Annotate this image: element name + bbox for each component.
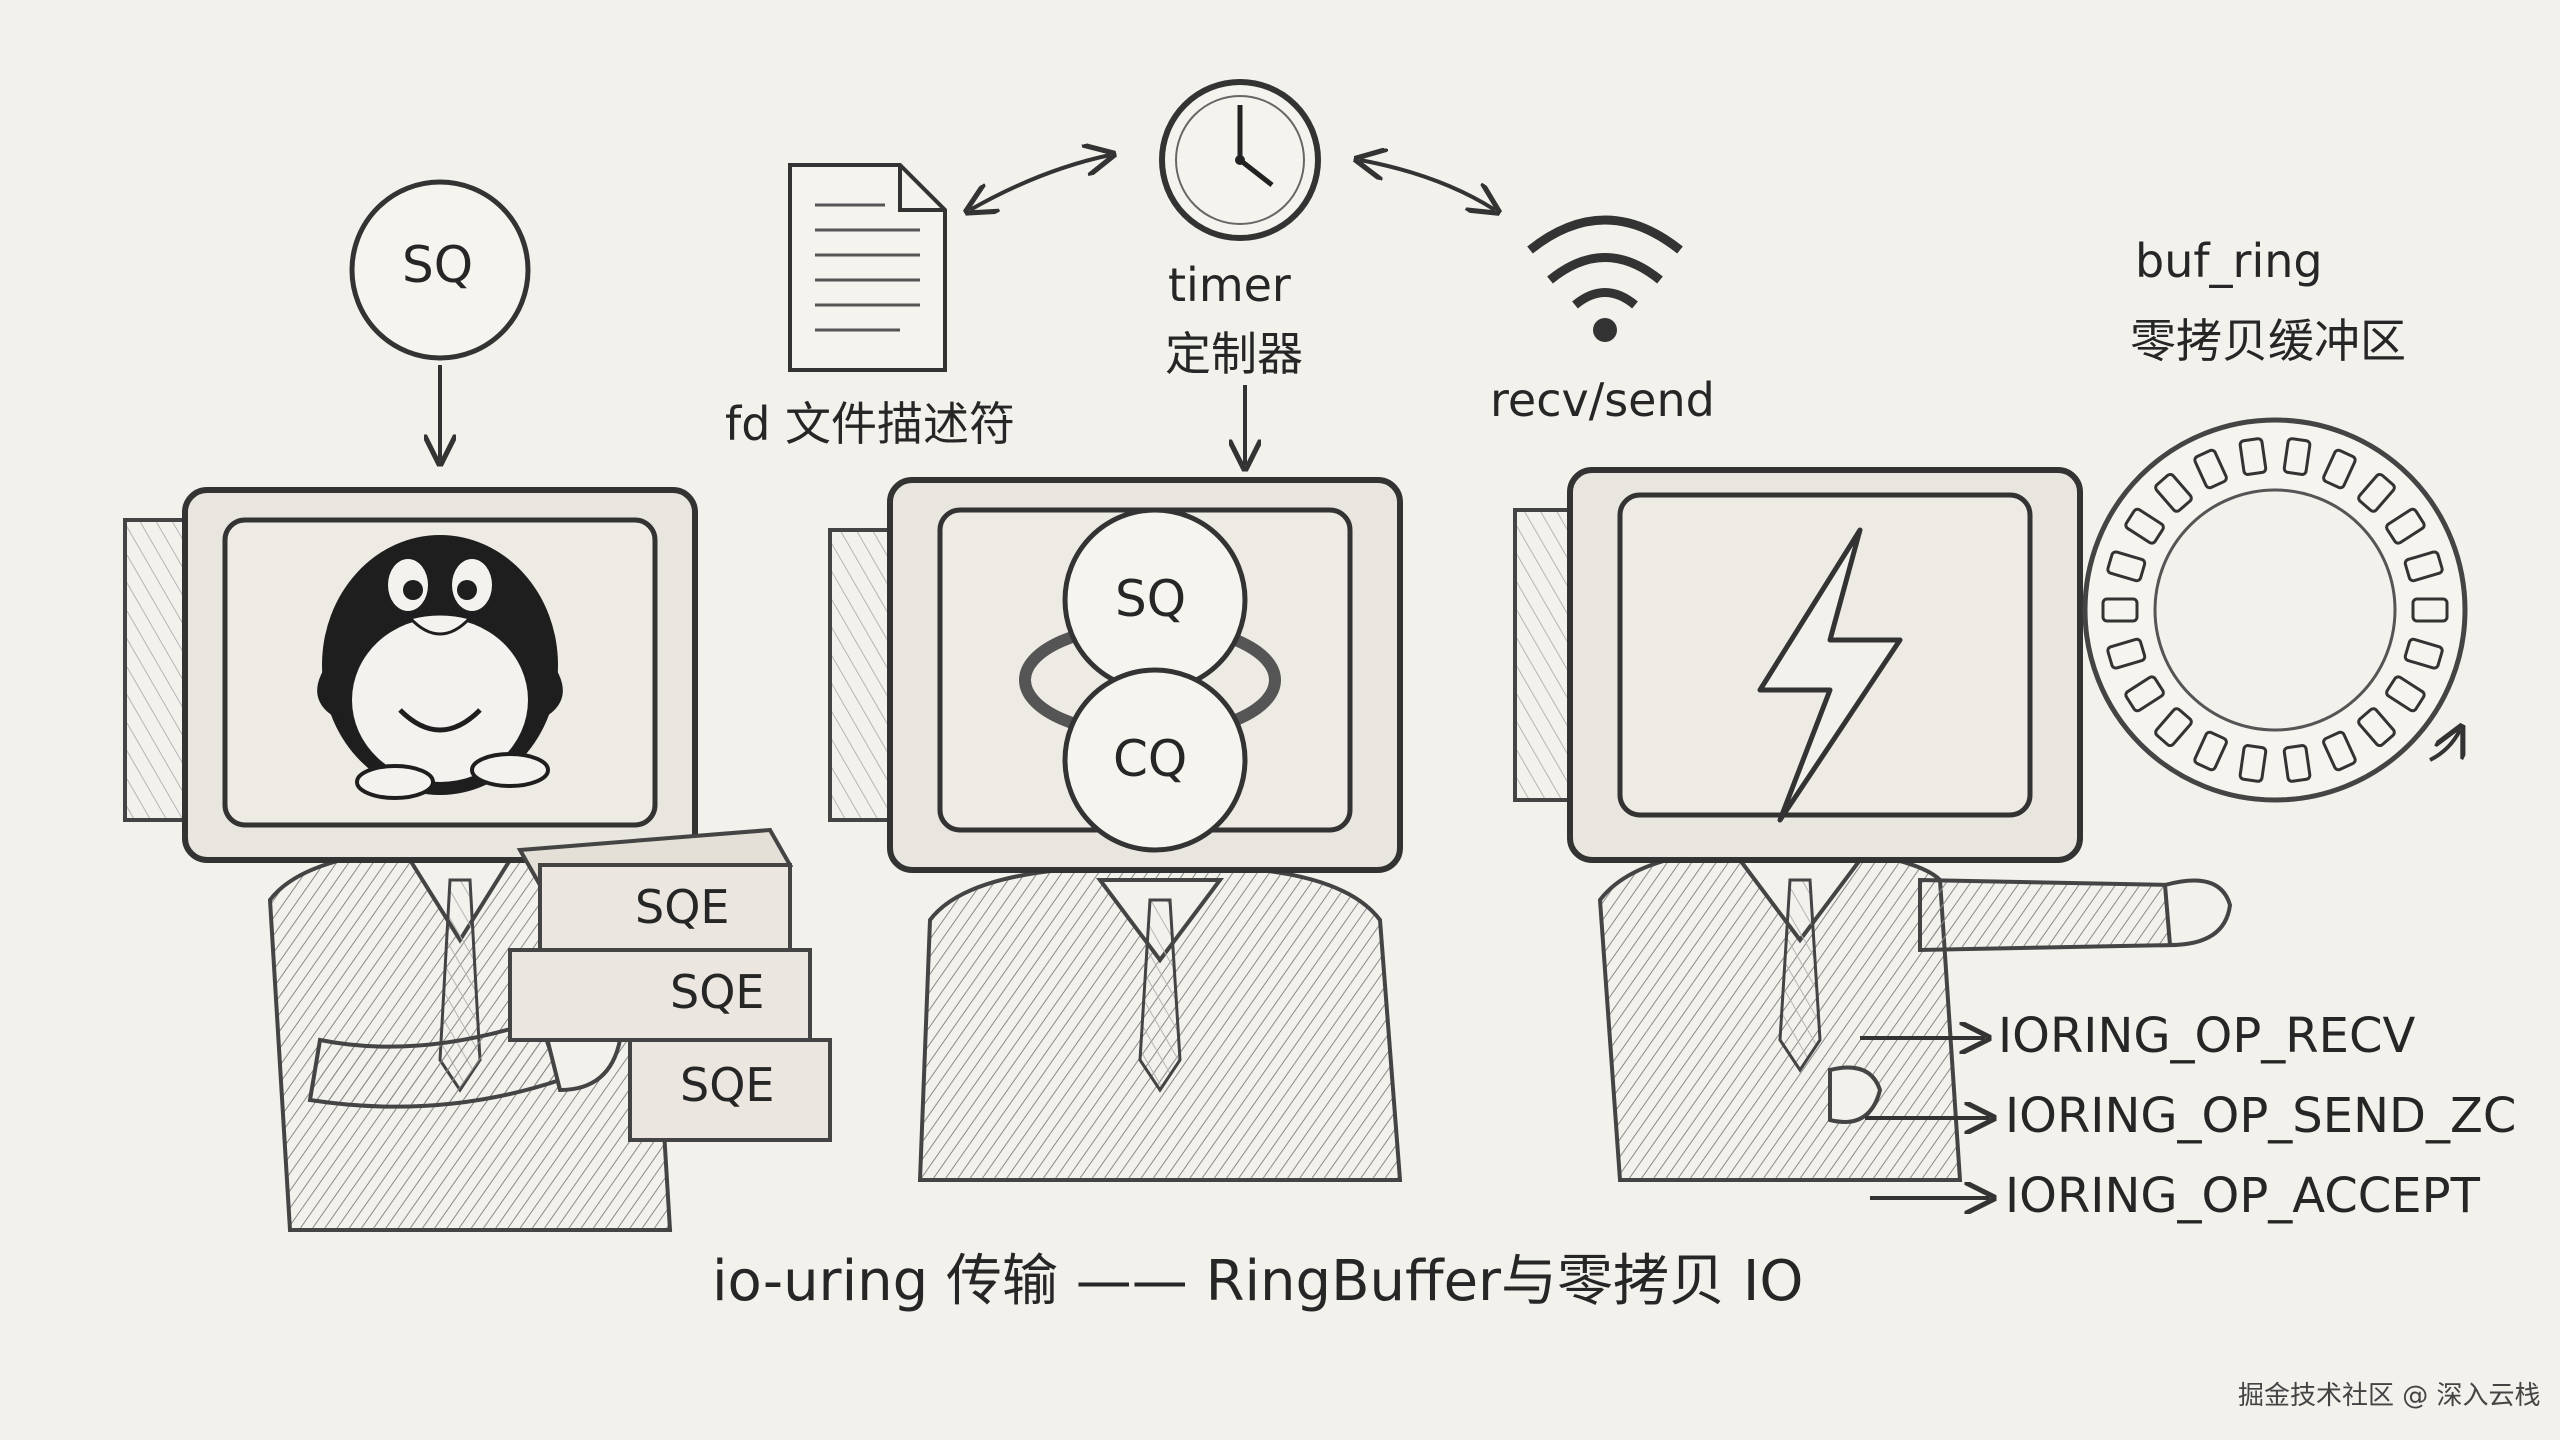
ring-slot bbox=[2106, 550, 2147, 583]
op-label-recv: IORING_OP_RECV bbox=[1998, 1008, 2416, 1064]
figure-penguin bbox=[123, 179, 832, 1232]
ring-slot bbox=[2154, 707, 2193, 748]
hand-extended bbox=[2162, 878, 2233, 948]
arrow-clock-wifi bbox=[1360, 160, 1495, 210]
buf-ring-label: buf_ring bbox=[2135, 234, 2323, 288]
ring-slot bbox=[2403, 550, 2444, 583]
ring-sq-label: SQ bbox=[1115, 570, 1187, 628]
sqe-box-2 bbox=[508, 948, 812, 1042]
ring-cq-circle bbox=[1062, 667, 1248, 853]
timer-label-cn: 定制器 bbox=[1165, 327, 1303, 381]
ring-slot bbox=[2282, 744, 2312, 783]
ring-slot bbox=[2193, 448, 2228, 490]
ring-slot bbox=[2193, 730, 2228, 772]
sq-bubble-circle bbox=[349, 179, 531, 361]
lightning-icon bbox=[1757, 527, 1903, 823]
ring-slot bbox=[2322, 448, 2357, 490]
sqe-label-1: SQE bbox=[635, 880, 730, 934]
document-icon bbox=[788, 163, 947, 372]
ring-slot bbox=[2403, 637, 2444, 670]
ring-slot bbox=[2106, 637, 2147, 670]
arrow-doc-clock bbox=[970, 155, 1110, 210]
penguin-icon bbox=[317, 535, 563, 800]
clock-icon bbox=[1159, 79, 1321, 241]
ring-slot bbox=[2101, 597, 2139, 623]
buf-ring-icon bbox=[2082, 417, 2468, 803]
ring-slot bbox=[2385, 675, 2426, 713]
ring-slot bbox=[2411, 597, 2449, 623]
watermark: 掘金技术社区 @ 深入云栈 bbox=[2238, 1381, 2541, 1411]
ring-slot bbox=[2238, 744, 2268, 783]
arm-extended bbox=[1918, 877, 2178, 953]
ring-cq-label: CQ bbox=[1113, 730, 1188, 788]
sqe-box-stack bbox=[508, 827, 832, 1142]
recv-send-label: recv/send bbox=[1490, 373, 1715, 427]
ring-icon bbox=[1019, 507, 1281, 853]
figure-lightning bbox=[1513, 467, 2233, 1182]
ring-slot bbox=[2238, 437, 2268, 476]
fd-label: fd 文件描述符 bbox=[725, 397, 1016, 451]
sqe-box-1 bbox=[516, 827, 794, 952]
ring-slot bbox=[2385, 507, 2426, 545]
ring-slot bbox=[2322, 730, 2357, 772]
figure-ring bbox=[828, 385, 1403, 1182]
ring-slot bbox=[2357, 707, 2396, 748]
sqe-label-3: SQE bbox=[680, 1058, 775, 1112]
op-label-send-zc: IORING_OP_SEND_ZC bbox=[2005, 1088, 2517, 1144]
ring-slot bbox=[2282, 437, 2312, 476]
caption: io-uring 传输 —— RingBuffer与零拷贝 IO bbox=[712, 1249, 1804, 1314]
buf-ring-label-cn: 零拷贝缓冲区 bbox=[2130, 314, 2406, 368]
timer-label: timer bbox=[1168, 258, 1291, 312]
ring-slot bbox=[2357, 472, 2396, 513]
ring-slot bbox=[2124, 675, 2165, 713]
op-label-accept: IORING_OP_ACCEPT bbox=[2005, 1168, 2480, 1224]
sqe-label-2: SQE bbox=[670, 965, 765, 1019]
tie bbox=[1138, 898, 1182, 1093]
wifi-icon bbox=[1527, 215, 1683, 342]
hand-lower bbox=[1828, 1065, 1883, 1124]
ring-slot bbox=[2124, 507, 2165, 545]
sq-bubble-label: SQ bbox=[402, 236, 474, 294]
sqe-box-3 bbox=[628, 1038, 832, 1142]
tie bbox=[1778, 878, 1822, 1073]
ring-slot bbox=[2154, 472, 2193, 513]
